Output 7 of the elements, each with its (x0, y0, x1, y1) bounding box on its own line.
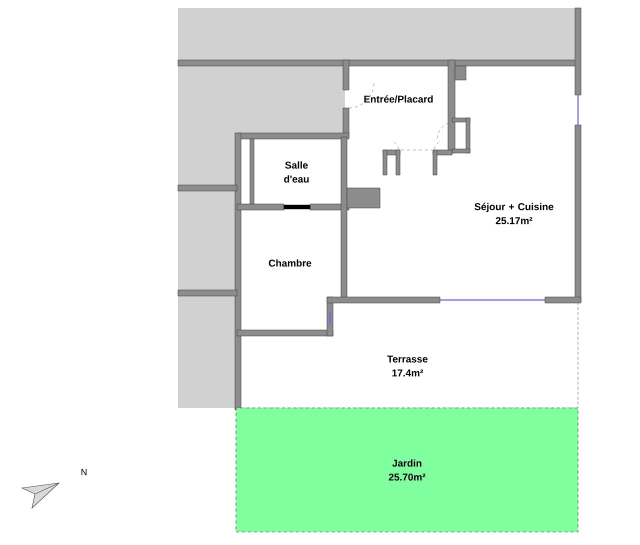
room-label: Terrasse 17.4m² (387, 356, 428, 376)
room-label: Entrée/Placard (364, 95, 433, 103)
room-label: Séjour + Cuisine 25.17m² (474, 202, 554, 224)
room-label: Salle d'eau (284, 161, 309, 183)
compass-label: N (82, 468, 87, 476)
garden-area: Jardin 25.70m² (236, 408, 578, 532)
room-label: Chambre (268, 259, 312, 267)
